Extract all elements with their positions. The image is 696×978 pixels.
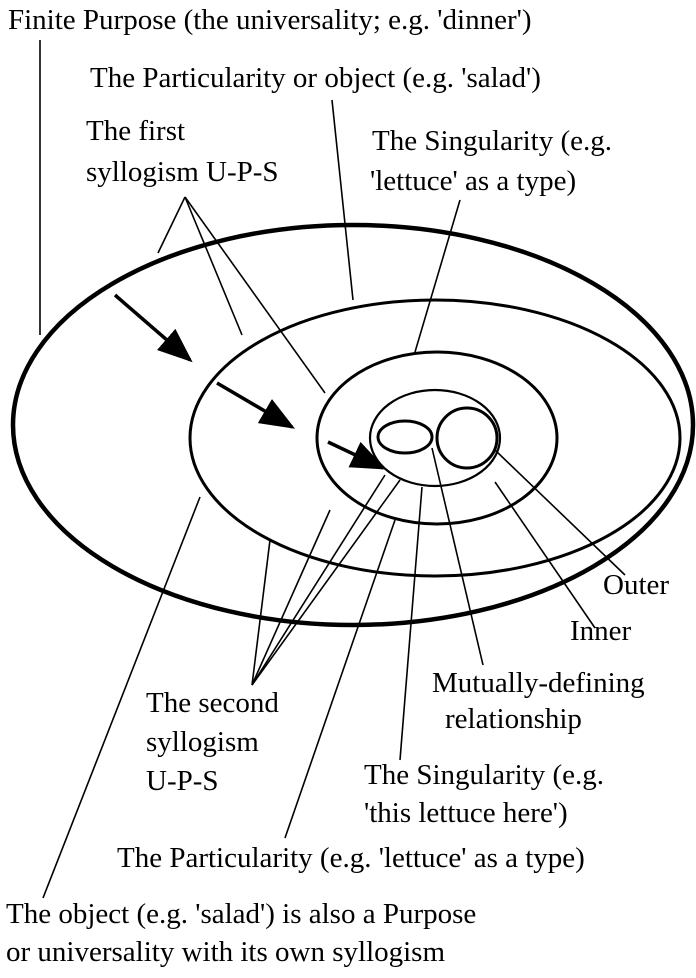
leader-second-syllogism-b [251, 479, 401, 686]
arrow-first [113, 293, 193, 363]
label-mutual-line1: Mutually-defining [432, 667, 645, 699]
label-outer: Outer [603, 569, 669, 601]
label-singularity-here-line2: 'this lettuce here') [364, 797, 568, 829]
label-finite-purpose: Finite Purpose (the universality; e.g. '… [8, 4, 532, 36]
leader-particularity-object [331, 99, 354, 301]
leader-singularity-type [414, 199, 461, 353]
particularity-object-ellipse [188, 298, 682, 578]
leader-particularity-type [284, 519, 396, 839]
singularity-inner-ellipse [368, 388, 502, 488]
leader-singularity-here [399, 486, 423, 761]
label-object-purpose-line2: or universality with its own syllogism [6, 936, 445, 968]
label-particularity-type: The Particularity (e.g. 'lettuce' as a t… [117, 842, 585, 874]
small-left-ellipse [376, 419, 434, 455]
label-second-syllogism-line1: The second [146, 687, 279, 719]
singularity-type-ellipse [315, 350, 559, 526]
leader-second-syllogism-d [251, 539, 271, 686]
leader-second-syllogism-a [251, 474, 386, 686]
label-singularity-type-line2: 'lettuce' as a type) [370, 165, 576, 197]
arrow-third [327, 440, 387, 470]
leader-inner [494, 481, 596, 629]
label-first-syllogism-line2: syllogism U-P-S [86, 156, 279, 188]
leader-second-syllogism-c [251, 509, 331, 686]
leader-object-purpose [42, 496, 201, 899]
arrow-second [216, 381, 296, 429]
finite-purpose-ellipse [10, 222, 696, 628]
label-inner: Inner [570, 615, 632, 647]
leader-outer [494, 449, 626, 576]
leader-mutual [431, 447, 484, 666]
label-second-syllogism-line2: syllogism [146, 726, 259, 758]
label-mutual-line2: relationship [445, 703, 582, 735]
small-right-circle [435, 406, 499, 470]
leader-first-syllogism-c [184, 196, 326, 394]
leader-first-syllogism-a [157, 196, 186, 254]
label-singularity-type-line1: The Singularity (e.g. [372, 125, 612, 157]
leader-first-syllogism-b [184, 196, 243, 336]
label-particularity-object: The Particularity or object (e.g. 'salad… [90, 62, 541, 94]
label-singularity-here-line1: The Singularity (e.g. [364, 759, 604, 791]
label-first-syllogism-line1: The first [86, 115, 185, 147]
label-object-purpose-line1: The object (e.g. 'salad') is also a Purp… [6, 898, 476, 930]
label-second-syllogism-line3: U-P-S [146, 765, 219, 797]
